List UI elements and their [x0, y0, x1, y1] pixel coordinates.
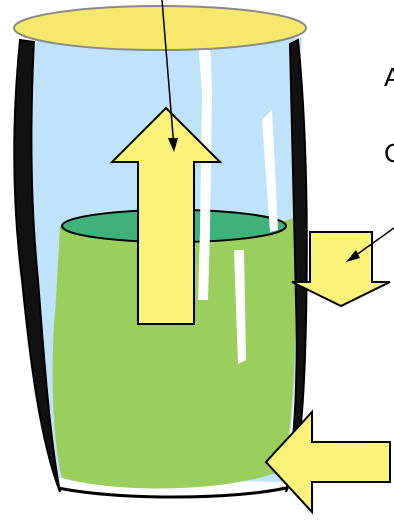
cut-label-c: C — [384, 138, 394, 168]
glass-left-wall — [13, 38, 61, 493]
liquid-body — [52, 218, 296, 489]
arrow-left-icon — [264, 409, 391, 515]
pointer-head-down — [346, 250, 360, 262]
glass-lid — [13, 5, 307, 51]
pointer-head-up — [168, 138, 178, 152]
pointer-line-up — [161, 0, 175, 149]
glass-highlight — [262, 110, 278, 232]
glass-bottom — [57, 486, 287, 499]
glass-highlight — [198, 40, 212, 300]
glass-highlight — [234, 250, 246, 364]
cut-label-a: A — [384, 62, 394, 92]
glass-right-wall — [285, 38, 308, 493]
arrow-up-icon — [109, 106, 223, 325]
arrow-down-icon — [291, 231, 391, 308]
pointer-line-down — [351, 227, 394, 259]
